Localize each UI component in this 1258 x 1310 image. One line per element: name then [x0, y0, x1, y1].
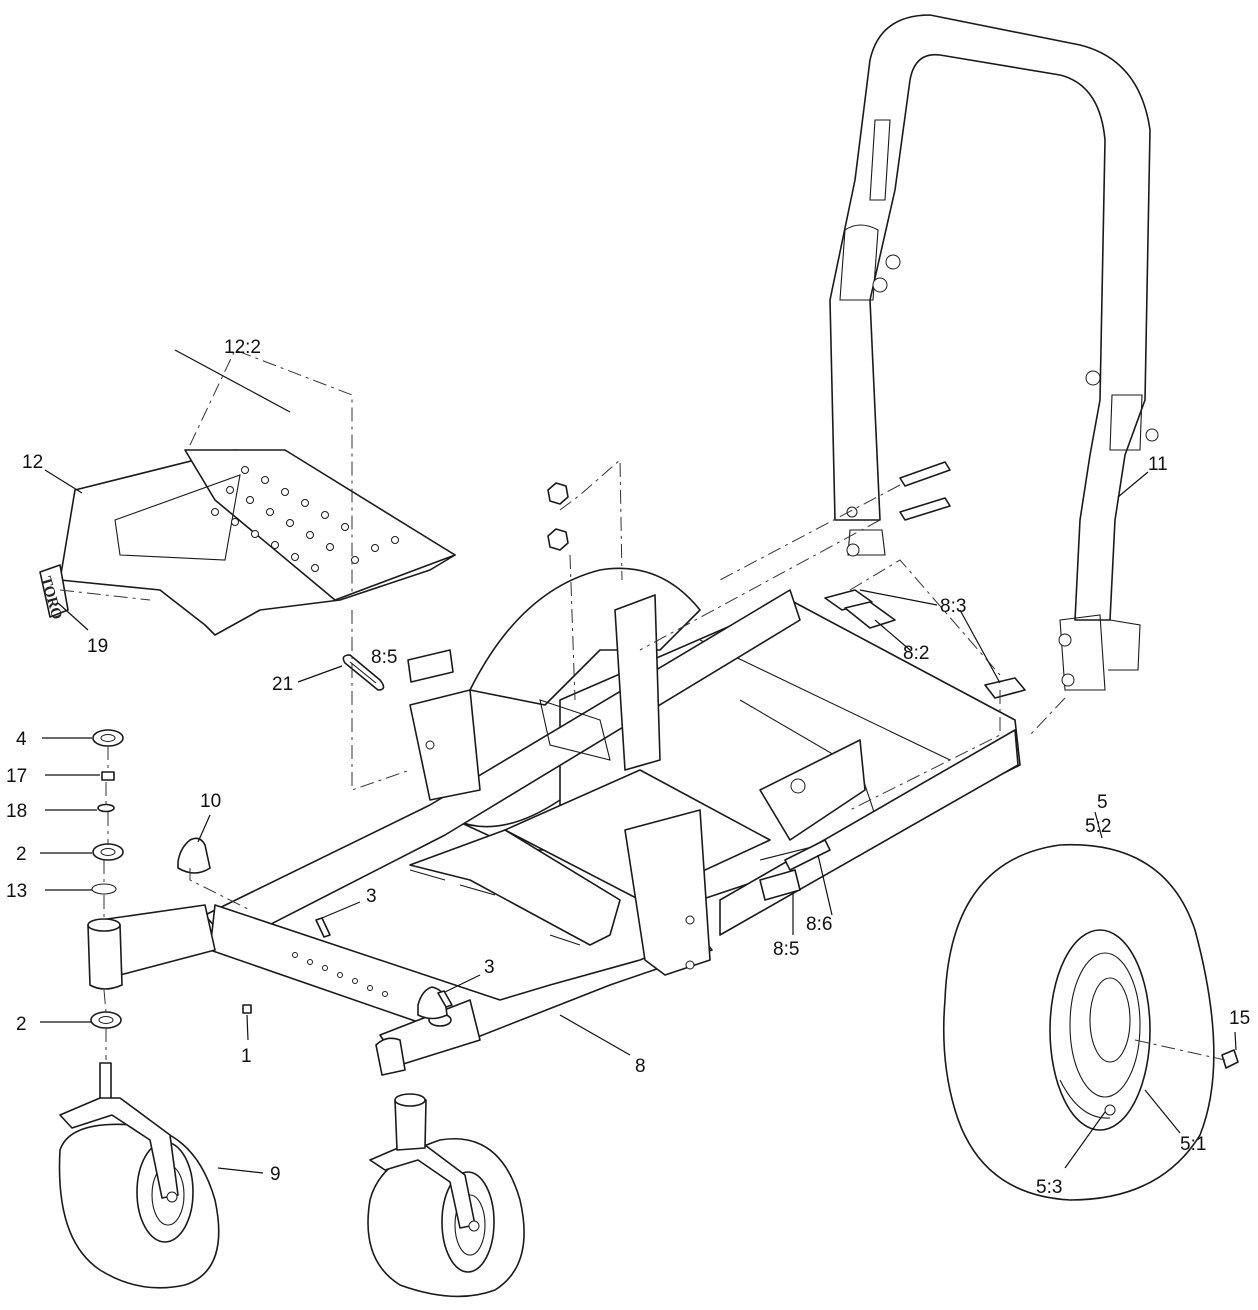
front-caster-wheel-left	[58, 1097, 220, 1289]
rear-drive-wheel	[942, 843, 1239, 1201]
label-11: 11	[1148, 454, 1168, 475]
label-8-6: 8:6	[806, 914, 832, 935]
label-17: 17	[6, 766, 27, 787]
main-frame	[99, 567, 1021, 1066]
label-3-lower: 3	[484, 957, 495, 978]
foot-plate	[59, 449, 456, 636]
label-1: 1	[241, 1046, 252, 1067]
decal-8-5-lower	[759, 869, 801, 901]
decal-8-2	[844, 601, 896, 629]
label-5-3: 5:3	[1036, 1177, 1062, 1198]
decal-8-5-upper	[407, 649, 454, 683]
label-4: 4	[16, 729, 27, 750]
label-12-2: 12:2	[224, 337, 261, 358]
label-19: 19	[87, 636, 108, 657]
label-8-3: 8:3	[940, 596, 966, 617]
label-12: 12	[22, 452, 43, 473]
label-2-lower: 2	[16, 1014, 27, 1035]
label-15: 15	[1229, 1008, 1250, 1029]
label-21: 21	[272, 674, 293, 695]
assembly-centerlines	[59, 349, 1226, 1061]
callout-labels: 12:2 12 19 21 8:5 8:3 8:2 11 4 17 18 2 1…	[6, 337, 1250, 1198]
label-8-2: 8:2	[903, 643, 929, 664]
front-caster-tubes	[87, 918, 452, 1076]
label-10: 10	[200, 791, 221, 812]
grommet	[342, 654, 385, 691]
label-13: 13	[6, 881, 27, 902]
label-8-5-lower: 8:5	[773, 939, 799, 960]
roll-bar	[829, 14, 1159, 691]
label-8-5-upper: 8:5	[371, 647, 397, 668]
label-3-upper: 3	[366, 886, 377, 907]
label-5-2: 5:2	[1085, 816, 1111, 837]
label-5: 5	[1097, 792, 1108, 813]
label-5-1: 5:1	[1180, 1134, 1206, 1155]
decal-8-6	[784, 839, 831, 871]
decals	[407, 589, 1026, 901]
front-caster-wheel-right	[367, 1093, 525, 1298]
foot-plate-holes	[211, 466, 399, 572]
label-9: 9	[270, 1164, 281, 1185]
leader-lines	[40, 349, 1237, 1174]
frame-nuts	[547, 482, 569, 551]
decal-8-3-lower	[984, 677, 1026, 699]
label-2-upper: 2	[16, 844, 27, 865]
label-8: 8	[635, 1056, 646, 1077]
bumper-10	[177, 837, 211, 874]
frame-hardware	[242, 917, 453, 1014]
label-18: 18	[6, 801, 27, 822]
